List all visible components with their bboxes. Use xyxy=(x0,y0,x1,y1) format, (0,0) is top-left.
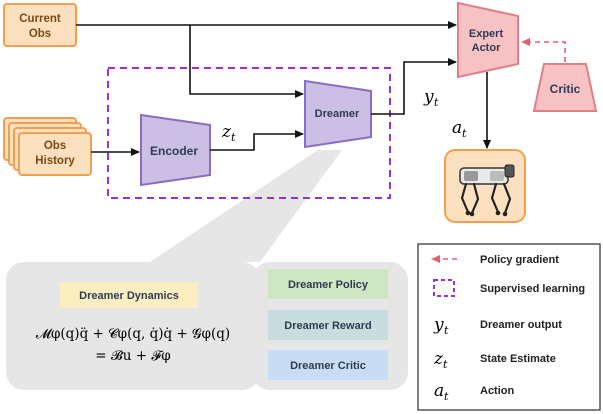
dynamics-equation-line1: 𝓜φ(q)q̈ + 𝓒φ(q, q̇)q̇ + 𝓖φ(q) xyxy=(36,326,230,342)
a-t-label: a t xyxy=(452,118,467,140)
y-symbol: y xyxy=(423,87,434,107)
y-t-label: y t xyxy=(423,87,439,109)
y-subscript: t xyxy=(434,96,439,109)
obs-history-label-1: Obs xyxy=(44,140,66,152)
encoder-block: Encoder xyxy=(140,113,211,187)
expert-actor-label-1: Expert xyxy=(469,28,504,40)
current-obs-label-2: Obs xyxy=(29,28,51,40)
dreamer-dynamics-tag xyxy=(60,282,198,308)
z-subscript: t xyxy=(231,131,236,144)
arrow-encoder-to-dreamer xyxy=(210,130,304,151)
robot-block xyxy=(444,149,526,223)
dreamer-reward-box xyxy=(268,310,388,340)
arrow-critic-to-actor xyxy=(521,38,566,62)
legend-a-symbol: a xyxy=(434,381,444,401)
dreamer-reward-label: Dreamer Reward xyxy=(284,320,371,332)
legend-policy-gradient: Policy gradient xyxy=(480,254,559,266)
legend-supervised-swatch xyxy=(433,279,455,297)
flow-arrows xyxy=(76,21,491,156)
legend-supervised-learning: Supervised learning xyxy=(480,283,585,295)
dreamer-critic-box xyxy=(268,350,388,380)
dynamics-equation-line2: = 𝓑u + 𝓕φ xyxy=(95,348,171,364)
legend-y-subscript: t xyxy=(444,324,449,337)
dreamer-critic-label: Dreamer Critic xyxy=(290,360,366,372)
arrow-dreamer-to-actor xyxy=(371,58,457,115)
legend-y-symbol: y xyxy=(433,315,444,335)
current-obs-block: Current Obs xyxy=(3,3,77,47)
legend-dreamer-output: Dreamer output xyxy=(480,319,562,331)
dreamer-policy-box xyxy=(268,269,388,299)
dreamer-callout-wedge xyxy=(150,150,342,262)
obs-history-label-2: History xyxy=(35,155,75,167)
critic-label: Critic xyxy=(550,82,581,96)
z-t-label: z t xyxy=(221,122,236,144)
critic-block: Critic xyxy=(532,63,598,112)
dreamer-policy-label: Dreamer Policy xyxy=(288,279,369,291)
legend-action: Action xyxy=(480,385,515,397)
expert-actor-label-2: Actor xyxy=(472,42,501,54)
expert-actor-block: Expert Actor xyxy=(457,1,519,79)
z-symbol: z xyxy=(221,122,232,142)
current-obs-label-1: Current xyxy=(19,13,61,25)
quadruped-robot-icon xyxy=(459,164,515,217)
legend: Policy gradient Supervised learning y t … xyxy=(417,243,601,411)
a-symbol: a xyxy=(452,118,462,138)
arrow-current-to-dreamer xyxy=(189,25,304,98)
legend-z-symbol: z xyxy=(433,349,444,369)
a-subscript: t xyxy=(462,127,467,140)
legend-z-subscript: t xyxy=(443,358,448,371)
dreamer-dynamics-label: Dreamer Dynamics xyxy=(79,290,179,302)
supervised-learning-region xyxy=(107,67,391,199)
dreamer-block: Dreamer xyxy=(304,79,372,149)
obs-history-block: Obs History xyxy=(3,117,92,176)
dreamer-label: Dreamer xyxy=(315,108,360,120)
legend-a-subscript: t xyxy=(444,390,449,403)
legend-state-estimate: State Estimate xyxy=(480,353,556,365)
encoder-label: Encoder xyxy=(150,144,198,158)
